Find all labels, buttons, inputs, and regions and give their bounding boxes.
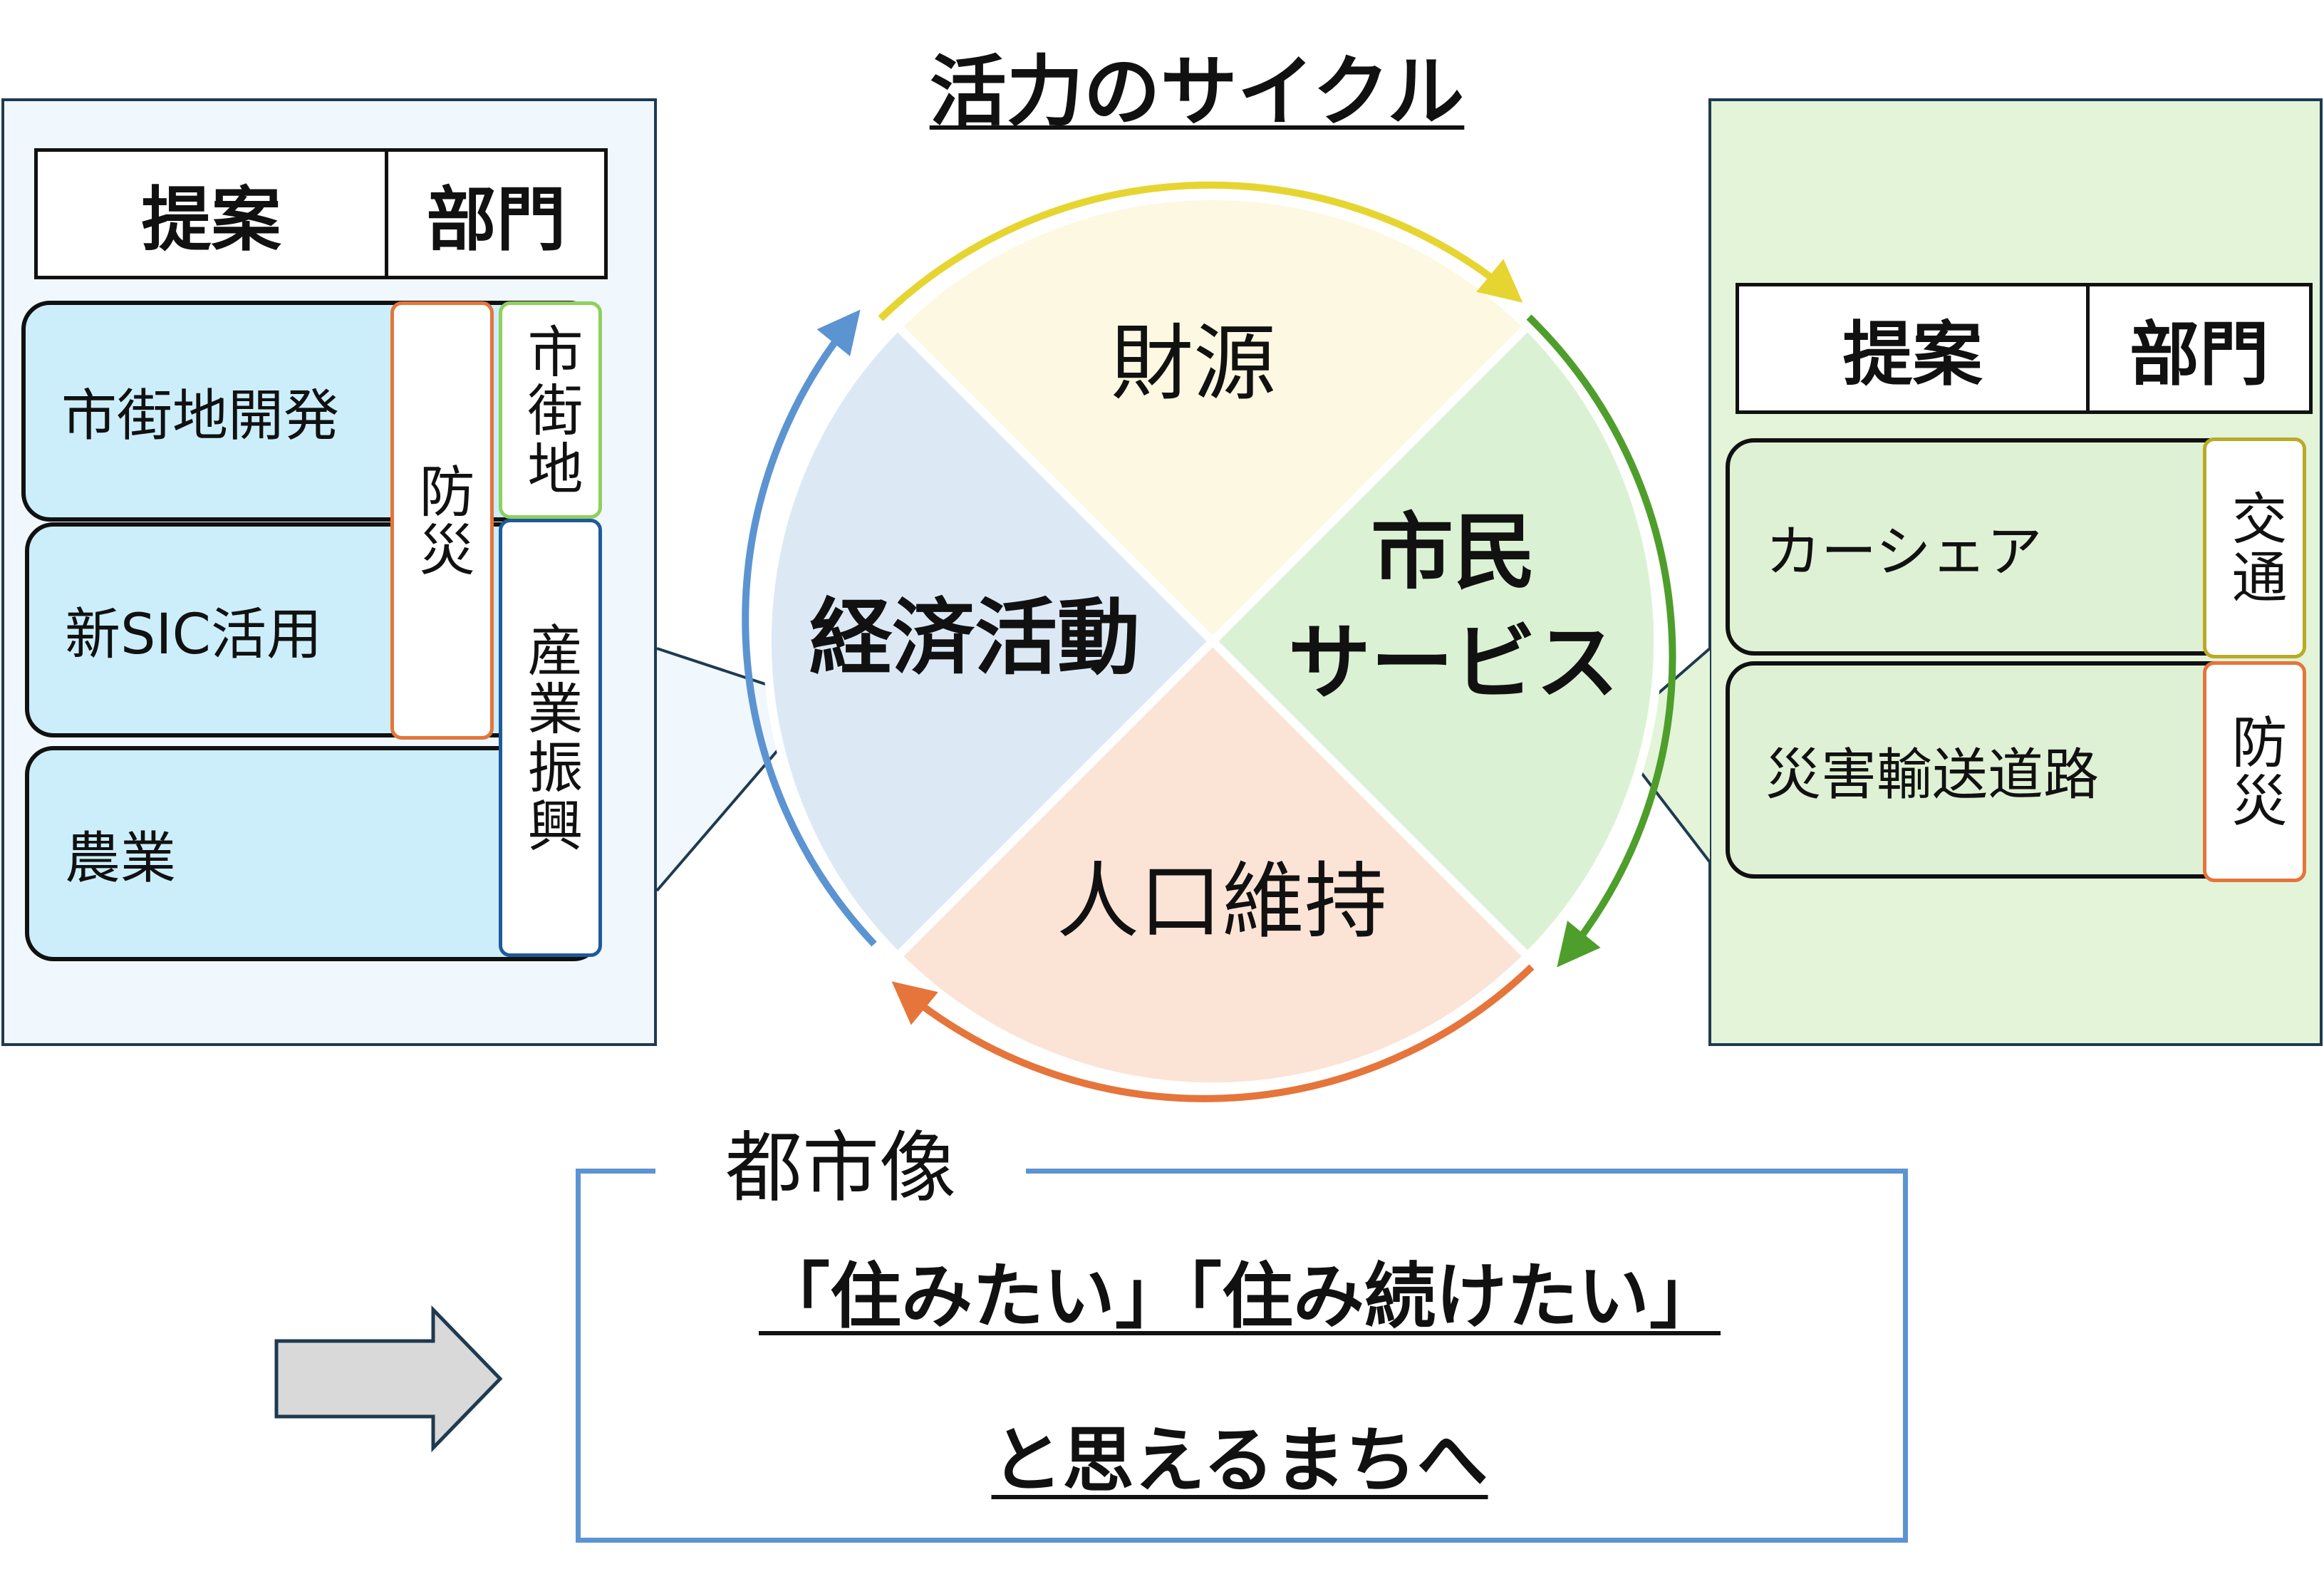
left-header-proposal: 提案 [141,180,281,261]
left-item-label: 農業 [65,827,177,891]
right-header-divider [2086,283,2090,414]
left-header-divider [385,148,388,279]
vision-line-2: と思えるまちへ [991,1419,1488,1502]
right-header-proposal: 提案 [1842,314,1983,395]
right-header-table [1736,283,2313,414]
left-header-department: 部門 [426,180,566,261]
vision-box [576,1169,1908,1543]
quadrant-right [1206,320,1663,963]
quadrant-right-label-line1: 市民 [1371,504,1536,601]
tag-urban-area: 市街地 [499,301,602,519]
quadrant-bottom-label: 人口維持 [1057,854,1387,950]
arrow-bottom [891,964,1535,1102]
left-header-table [34,148,608,279]
arrow-top [878,181,1523,321]
quadrant-top-label: 財源 [1111,316,1276,412]
right-item-label: カーシェア [1765,519,2043,584]
right-header-department: 部門 [2129,314,2269,395]
left-item-label: 市街地開発 [61,384,340,448]
right-item-label: 災害輸送道路 [1765,742,2100,807]
vision-label: 都市像 [655,1126,1026,1211]
vision-line-1: 「住みたい」「住み続けたい」 [759,1255,1721,1338]
quadrant-top [891,191,1534,648]
tag-traffic: 交通 [2203,438,2306,658]
quadrant-bottom [891,635,1534,1092]
right-arrow-icon [274,1305,503,1453]
quadrant-left-label: 経済活動 [809,590,1140,686]
arrow-left [742,309,877,947]
quadrant-right-label-line2: サービス [1288,615,1619,711]
tag-disaster-prevention-right: 防災 [2203,661,2306,882]
quadrant-left [762,320,1219,963]
cycle-title: 活力のサイクル [929,48,1465,137]
tag-disaster-prevention: 防災 [390,301,494,740]
arrow-right [1526,314,1676,968]
tag-industry-promotion: 産業振興 [499,519,602,957]
left-item-label: 新SIC活用 [65,603,322,667]
